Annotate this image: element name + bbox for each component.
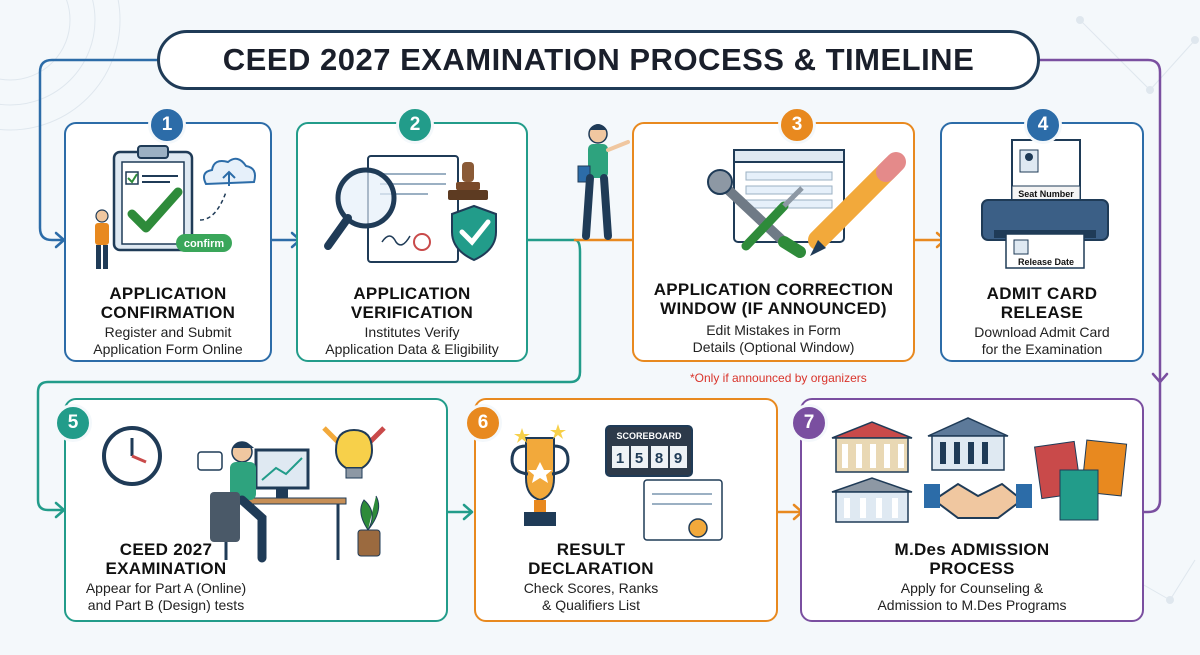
step-title: RESULT DECLARATION bbox=[528, 540, 654, 578]
step-number-badge: 5 bbox=[54, 404, 92, 442]
step-title: APPLICATION CONFIRMATION bbox=[100, 284, 236, 322]
step-card-application-correction: APPLICATION CORRECTION WINDOW (IF ANNOUN… bbox=[632, 122, 915, 362]
step-description: Apply for Counseling & Admission to M.De… bbox=[877, 580, 1067, 613]
student-desk-icon bbox=[102, 426, 386, 563]
scoreboard-label: SCOREBOARD bbox=[616, 431, 682, 441]
connector-title-to-step4 bbox=[1038, 58, 1162, 382]
step-description: Appear for Part A (Online) and Part B (D… bbox=[85, 580, 247, 613]
step-description: Download Admit Card for the Examination bbox=[974, 324, 1110, 357]
clipboard-checklist-icon: confirm bbox=[95, 145, 256, 269]
step-card-admit-card-release: Seat Number Release Date ADMIT CARD RELE… bbox=[940, 122, 1144, 362]
optional-note: *Only if announced by organizers bbox=[690, 371, 867, 385]
step-card-mdes-admission: M.Des ADMISSION PROCESS Apply for Counse… bbox=[800, 398, 1144, 622]
step-title: APPLICATION CORRECTION WINDOW (IF ANNOUN… bbox=[653, 280, 894, 318]
connector-step4-to-step7 bbox=[1142, 378, 1162, 514]
step-card-ceed-examination: CEED 2027 EXAMINATION Appear for Part A … bbox=[64, 398, 448, 622]
confirm-tag: confirm bbox=[184, 238, 225, 250]
step-number-badge: 2 bbox=[396, 106, 434, 144]
connector-step2-to-step3 bbox=[36, 238, 582, 512]
step-description: Register and Submit Application Form Onl… bbox=[93, 324, 243, 357]
page-title: CEED 2027 EXAMINATION PROCESS & TIMELINE bbox=[222, 42, 975, 77]
step-card-application-confirmation: confirm APPLICATION CONFIRMATION Registe… bbox=[64, 122, 272, 362]
step-title: CEED 2027 EXAMINATION bbox=[105, 540, 227, 578]
seat-number-label: Seat Number bbox=[1018, 189, 1074, 199]
step-description: Edit Mistakes in Form Details (Optional … bbox=[692, 322, 855, 355]
scoreboard-digit: 1 bbox=[616, 450, 624, 467]
step-number-badge: 7 bbox=[790, 404, 828, 442]
trophy-icon: SCOREBOARD 1 5 8 9 bbox=[510, 424, 723, 541]
scoreboard-digit: 9 bbox=[674, 450, 682, 467]
presenter-person-icon bbox=[577, 124, 630, 240]
scoreboard-digit: 8 bbox=[655, 450, 663, 467]
step-number-badge: 3 bbox=[778, 106, 816, 144]
step-card-result-declaration: SCOREBOARD 1 5 8 9 RESULT DECLARATION Ch… bbox=[474, 398, 778, 622]
scoreboard-digit: 5 bbox=[635, 450, 643, 467]
step-title: APPLICATION VERIFICATION bbox=[350, 284, 474, 322]
step-card-application-verification: APPLICATION VERIFICATION Institutes Veri… bbox=[296, 122, 528, 362]
university-handshake-icon bbox=[831, 417, 1128, 523]
step-title: M.Des ADMISSION PROCESS bbox=[894, 540, 1050, 578]
connector-title-to-step1 bbox=[38, 58, 159, 242]
step-number-badge: 1 bbox=[148, 106, 186, 144]
step-title: ADMIT CARD RELEASE bbox=[986, 284, 1098, 322]
step-number-badge: 4 bbox=[1024, 106, 1062, 144]
magnifier-document-icon bbox=[324, 155, 497, 263]
release-date-label: Release Date bbox=[1018, 257, 1074, 267]
wrench-pencil-icon bbox=[707, 149, 906, 258]
printer-icon: Seat Number Release Date bbox=[981, 139, 1109, 269]
step-description: Check Scores, Ranks & Qualifiers List bbox=[523, 580, 659, 613]
step-description: Institutes Verify Application Data & Eli… bbox=[325, 324, 499, 357]
step-number-badge: 6 bbox=[464, 404, 502, 442]
title-banner: CEED 2027 EXAMINATION PROCESS & TIMELINE bbox=[157, 30, 1040, 90]
